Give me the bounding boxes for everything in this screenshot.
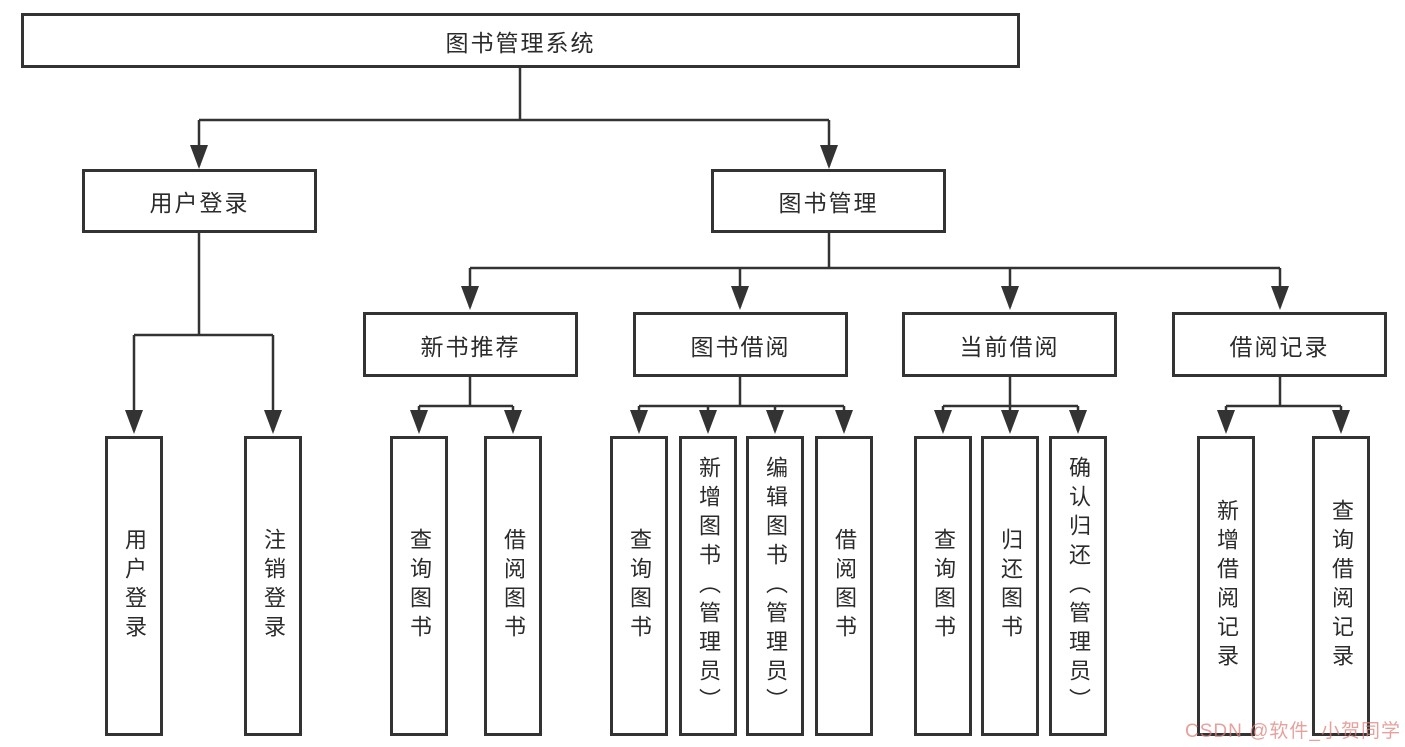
leaf-confirm-return-admin: 确认归还（管理员） [1049, 436, 1107, 736]
leaf-query-borrow-record: 查询借阅记录 [1312, 436, 1370, 736]
leaf-query-books-1-label: 查询图书 [407, 528, 432, 644]
leaf-query-books-3-label: 查询图书 [931, 528, 956, 644]
leaf-borrow-books-2-label: 借阅图书 [832, 528, 857, 644]
leaf-add-books-admin-label: 新增图书（管理员） [696, 455, 721, 717]
leaf-add-borrow-record-label: 新增借阅记录 [1214, 499, 1239, 673]
node-library-system-label: 图书管理系统 [445, 29, 596, 56]
node-user-login: 用户登录 [82, 169, 317, 233]
node-book-borrowing-label: 图书借阅 [690, 333, 791, 360]
leaf-query-books-1: 查询图书 [390, 436, 448, 736]
node-book-management-label: 图书管理 [778, 190, 879, 216]
leaf-query-books-2: 查询图书 [610, 436, 668, 736]
leaf-return-books-label: 归还图书 [998, 528, 1023, 644]
leaf-add-books-admin: 新增图书（管理员） [679, 436, 737, 736]
leaf-edit-books-admin: 编辑图书（管理员） [746, 436, 804, 736]
node-user-login-label: 用户登录 [149, 190, 250, 216]
node-new-book-recommend: 新书推荐 [363, 312, 578, 377]
node-borrow-records-label: 借阅记录 [1229, 333, 1330, 360]
node-book-management: 图书管理 [711, 169, 946, 233]
node-current-borrowing-label: 当前借阅 [959, 333, 1060, 360]
leaf-borrow-books-2: 借阅图书 [815, 436, 873, 736]
node-borrow-records: 借阅记录 [1172, 312, 1387, 377]
leaf-edit-books-admin-label: 编辑图书（管理员） [763, 455, 788, 717]
node-new-book-recommend-label: 新书推荐 [420, 333, 521, 360]
leaf-borrow-books-1: 借阅图书 [484, 436, 542, 736]
leaf-user-login: 用户登录 [105, 436, 163, 736]
leaf-confirm-return-admin-label: 确认归还（管理员） [1066, 455, 1091, 717]
leaf-query-books-3: 查询图书 [914, 436, 972, 736]
leaf-logout-label: 注销登录 [261, 528, 286, 644]
leaf-user-login-label: 用户登录 [122, 528, 147, 644]
node-library-system: 图书管理系统 [21, 13, 1020, 68]
leaf-return-books: 归还图书 [981, 436, 1039, 736]
leaf-borrow-books-1-label: 借阅图书 [501, 528, 526, 644]
leaf-add-borrow-record: 新增借阅记录 [1197, 436, 1255, 736]
leaf-query-books-2-label: 查询图书 [627, 528, 652, 644]
leaf-logout: 注销登录 [244, 436, 302, 736]
leaf-query-borrow-record-label: 查询借阅记录 [1329, 499, 1354, 673]
node-current-borrowing: 当前借阅 [902, 312, 1117, 377]
node-book-borrowing: 图书借阅 [633, 312, 848, 377]
csdn-watermark: CSDN @软件_小贺同学 [1185, 721, 1401, 742]
